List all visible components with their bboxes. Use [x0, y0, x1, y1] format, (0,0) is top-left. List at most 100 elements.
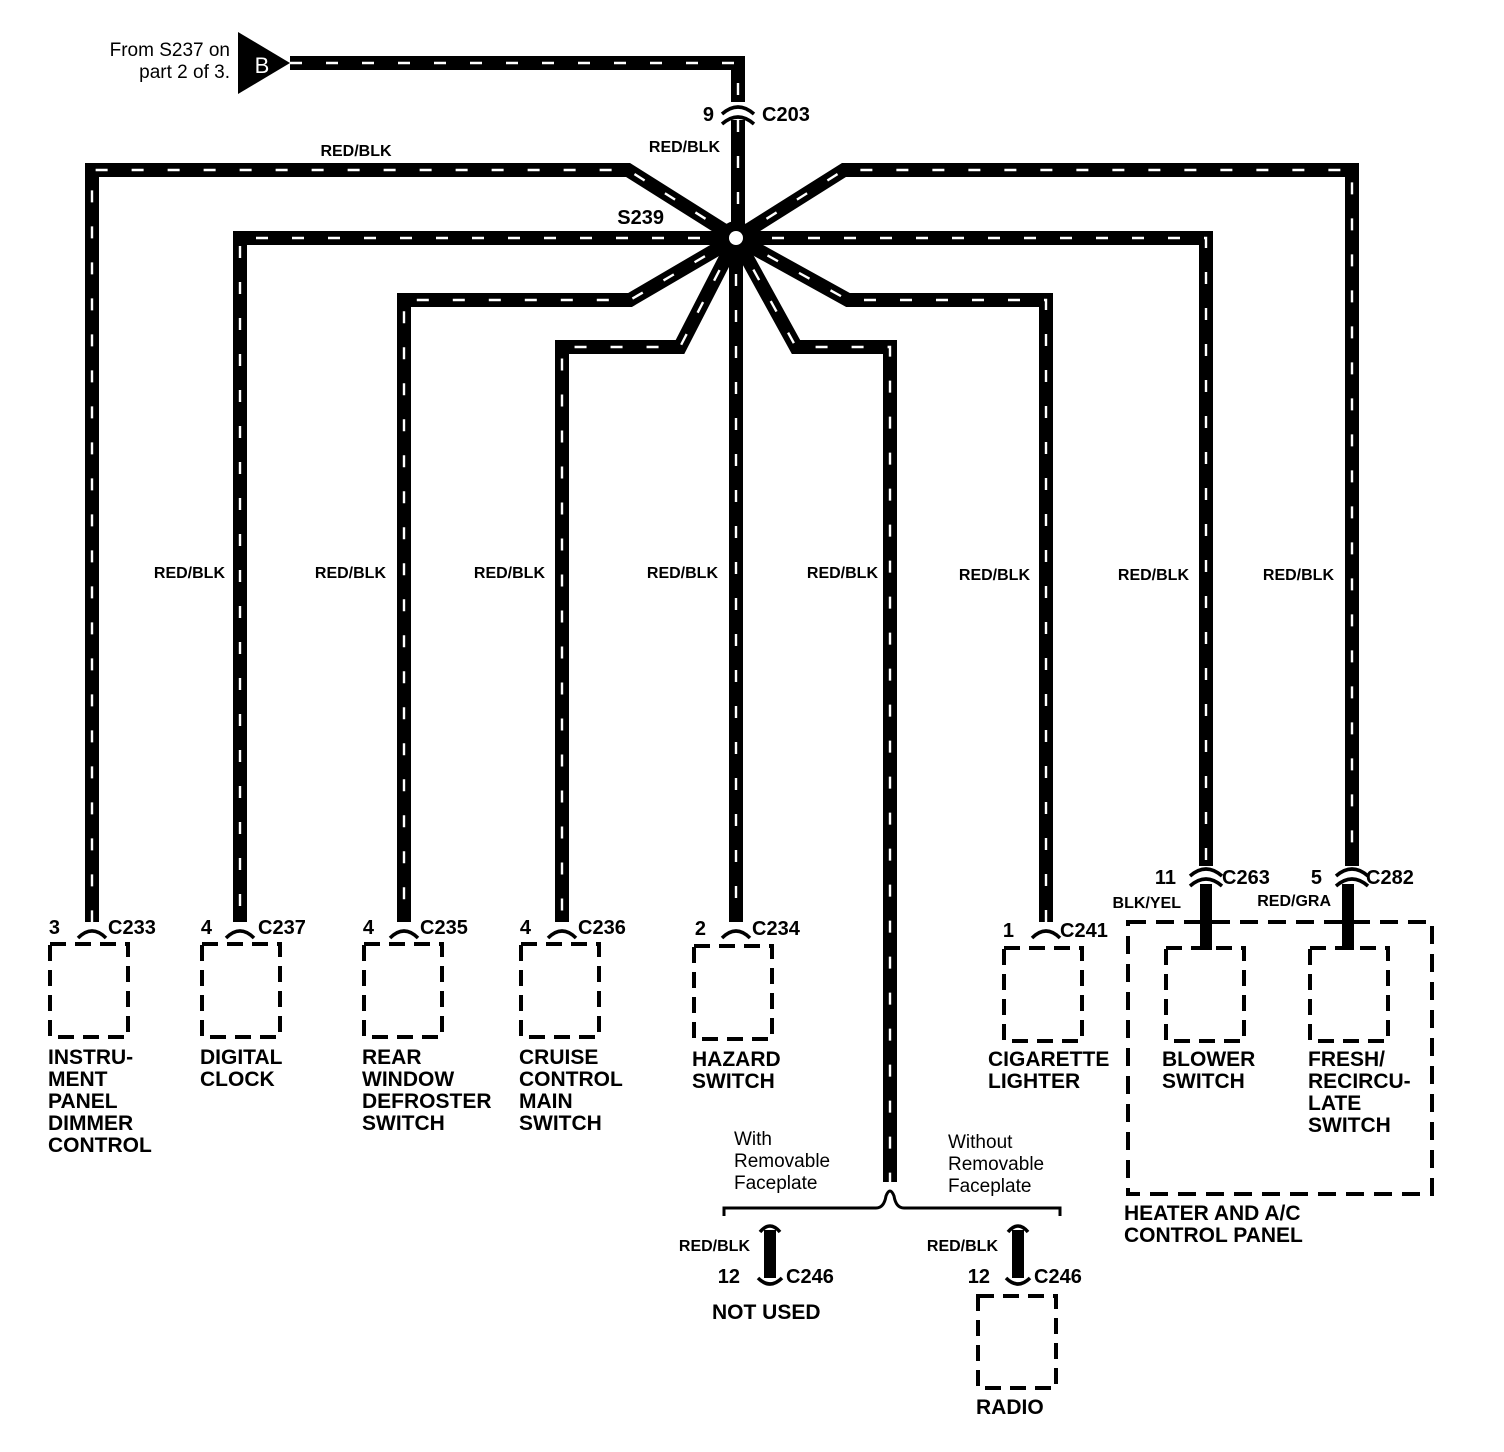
instrument-panel-dimmer-label: INSTRU- MENT PANEL DIMMER CONTROL: [48, 1046, 152, 1157]
digital-clock-label: DIGITAL CLOCK: [200, 1046, 283, 1091]
cigarette-lighter-box: [1002, 946, 1084, 1043]
svg-text:SWITCH: SWITCH: [692, 1070, 775, 1093]
svg-text:CIGARETTE: CIGARETTE: [988, 1048, 1109, 1071]
c236-pin: 4: [520, 917, 532, 939]
branch-7-wire-color: RED/BLK: [1118, 567, 1190, 584]
svg-text:Faceplate: Faceplate: [948, 1176, 1031, 1197]
hazard-switch-box: [692, 944, 774, 1041]
branch-4-wire-color: RED/BLK: [647, 565, 719, 582]
c235-pin: 4: [363, 917, 375, 939]
c282-label: C282: [1366, 867, 1414, 889]
svg-text:CONTROL PANEL: CONTROL PANEL: [1124, 1224, 1303, 1247]
branch-5-wire-color: RED/BLK: [807, 565, 879, 582]
c241-label: C241: [1060, 920, 1108, 942]
svg-text:Without: Without: [948, 1132, 1013, 1153]
c246-without-wire-color: RED/BLK: [927, 1238, 999, 1255]
blower-switch-box: [1164, 946, 1246, 1043]
connector-c235: [388, 929, 420, 940]
c263-label: C263: [1222, 867, 1270, 889]
cigarette-lighter-label: CIGARETTE LIGHTER: [988, 1048, 1109, 1093]
svg-text:REAR: REAR: [362, 1046, 422, 1069]
svg-text:Removable: Removable: [948, 1154, 1044, 1175]
svg-text:BLOWER: BLOWER: [1162, 1048, 1255, 1071]
radio-label: RADIO: [976, 1396, 1044, 1419]
svg-text:INSTRU-: INSTRU-: [48, 1046, 133, 1069]
svg-text:SWITCH: SWITCH: [519, 1112, 602, 1135]
hazard-switch-label: HAZARD SWITCH: [692, 1048, 781, 1093]
wire-to-cruise-control: [555, 234, 743, 922]
branch-3-wire-color: RED/BLK: [474, 565, 546, 582]
connector-c246-without-bottom: [1004, 1276, 1032, 1286]
wire-to-blower-switch: [736, 231, 1213, 866]
c233-label: C233: [108, 917, 156, 939]
wire-source-to-c203: [290, 56, 745, 102]
source-note-line-1: From S237 on: [110, 40, 230, 61]
c246-with-label: C246: [786, 1266, 834, 1288]
svg-text:MAIN: MAIN: [519, 1090, 573, 1113]
wire-to-rear-defroster: [397, 231, 740, 922]
not-used-label: NOT USED: [712, 1301, 821, 1324]
wire-to-instrument-panel-dimmer: [85, 163, 740, 922]
source-note-line-2: part 2 of 3.: [139, 62, 230, 83]
connector-c234: [720, 929, 752, 940]
connector-c246-with-top: [758, 1224, 782, 1234]
connector-c241: [1030, 929, 1062, 940]
connector-c237: [224, 929, 256, 940]
connector-c246-with-bottom: [756, 1276, 784, 1286]
wire-to-radio: [729, 234, 897, 1182]
connector-c263: [1188, 867, 1224, 888]
fresh-inner-wire-color: RED/GRA: [1257, 893, 1331, 910]
c237-label: C237: [258, 917, 306, 939]
c234-label: C234: [752, 918, 801, 940]
connector-c233: [76, 929, 108, 940]
splice-label: S239: [617, 207, 664, 229]
rear-defroster-label: REAR WINDOW DEFROSTER SWITCH: [362, 1046, 492, 1135]
connector-c282: [1334, 867, 1370, 888]
svg-text:SWITCH: SWITCH: [362, 1112, 445, 1135]
cruise-control-label: CRUISE CONTROL MAIN SWITCH: [519, 1046, 623, 1135]
svg-text:HEATER AND A/C: HEATER AND A/C: [1124, 1202, 1301, 1225]
branch-1-wire-color: RED/BLK: [154, 565, 226, 582]
hvac-control-panel-box: [1126, 920, 1434, 1196]
c246-with-pin: 12: [718, 1266, 740, 1288]
branch-8-wire-color: RED/BLK: [1263, 567, 1335, 584]
wire-to-fresh-recirculate: [732, 163, 1359, 866]
fresh-recirculate-box: [1308, 946, 1390, 1043]
svg-text:SWITCH: SWITCH: [1308, 1114, 1391, 1137]
cruise-control-box: [519, 942, 601, 1039]
rear-defroster-box: [362, 942, 444, 1039]
c237-pin: 4: [201, 917, 213, 939]
connector-c246-without-top: [1006, 1224, 1030, 1234]
radio-box: [976, 1294, 1058, 1390]
c241-pin: 1: [1003, 920, 1014, 942]
svg-text:DIMMER: DIMMER: [48, 1112, 133, 1135]
svg-text:CRUISE: CRUISE: [519, 1046, 598, 1069]
svg-text:FRESH/: FRESH/: [1308, 1048, 1385, 1071]
svg-text:WINDOW: WINDOW: [362, 1068, 454, 1091]
branch-2-wire-color: RED/BLK: [315, 565, 387, 582]
source-letter: B: [255, 53, 270, 78]
wire-to-digital-clock: [233, 231, 736, 922]
wire-to-cigarette-lighter: [732, 231, 1053, 922]
c246-without-pin: 12: [968, 1266, 990, 1288]
connector-c203: [720, 105, 756, 126]
radio-split-bracket: [722, 1189, 1062, 1216]
svg-text:PANEL: PANEL: [48, 1090, 118, 1113]
instrument-panel-dimmer-box: [48, 942, 130, 1039]
svg-text:HAZARD: HAZARD: [692, 1048, 781, 1071]
c263-pin: 11: [1155, 867, 1176, 889]
blower-switch-label: BLOWER SWITCH: [1162, 1048, 1255, 1093]
c235-label: C235: [420, 917, 468, 939]
svg-text:CONTROL: CONTROL: [519, 1068, 623, 1091]
svg-text:Faceplate: Faceplate: [734, 1173, 817, 1194]
digital-clock-box: [200, 942, 282, 1039]
c236-label: C236: [578, 917, 626, 939]
svg-text:LATE: LATE: [1308, 1092, 1361, 1115]
c246-with-wire-color: RED/BLK: [679, 1238, 751, 1255]
svg-text:DEFROSTER: DEFROSTER: [362, 1090, 492, 1113]
connector-c236: [546, 929, 578, 940]
trunk-wire-color: RED/BLK: [649, 139, 721, 156]
svg-text:With: With: [734, 1129, 772, 1150]
fresh-recirculate-label: FRESH/ RECIRCU- LATE SWITCH: [1308, 1048, 1411, 1137]
svg-text:DIGITAL: DIGITAL: [200, 1046, 283, 1069]
